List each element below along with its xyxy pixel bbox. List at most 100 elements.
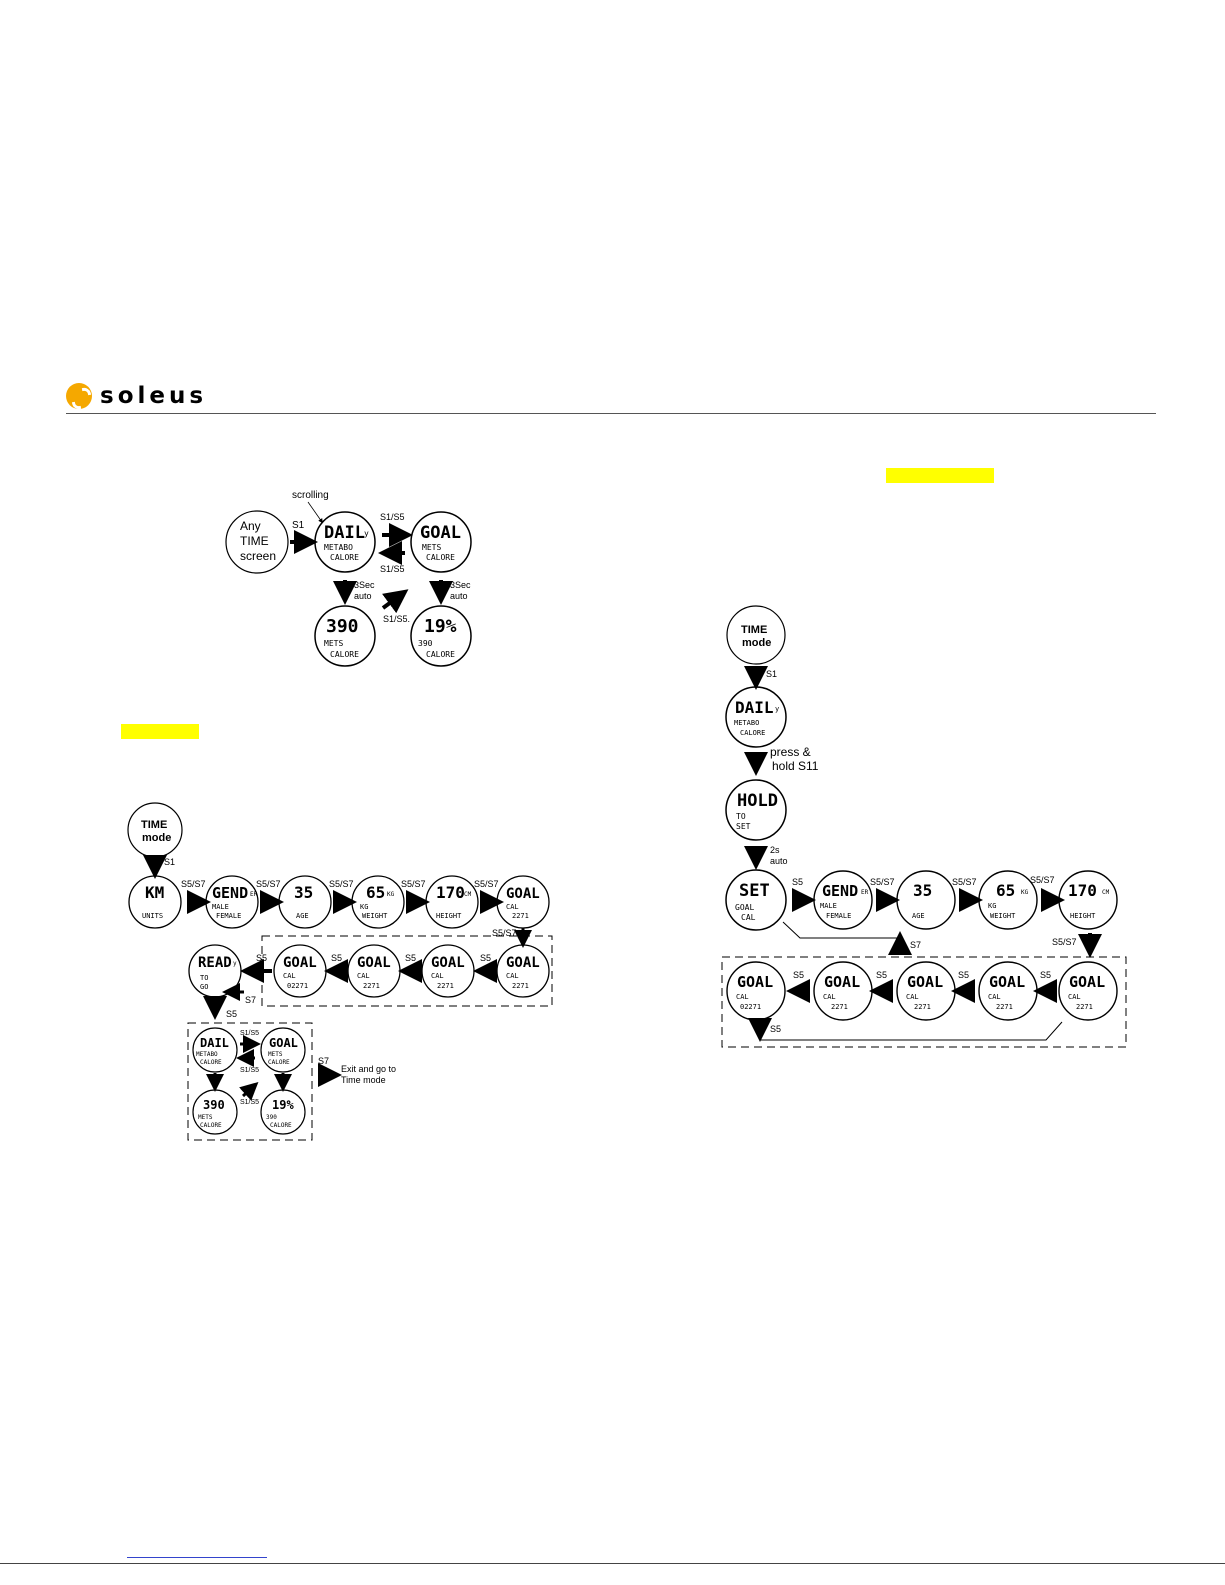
svg-text:HEIGHT: HEIGHT [1070,912,1096,920]
svg-text:02271: 02271 [287,982,308,990]
time-mode-circle-3 [726,605,786,665]
svg-text:S1/S5: S1/S5 [240,1099,259,1106]
svg-text:390: 390 [418,639,433,648]
svg-text:S5/S7: S5/S7 [870,877,895,887]
svg-text:GOAL: GOAL [357,955,391,971]
svg-text:GOAL: GOAL [431,955,465,971]
svg-text:AGE: AGE [912,912,925,920]
diagram-goal-setup: TIME mode S1 KM UNITS S5/S7 GEND ER MALE… [127,802,553,1141]
svg-text:CAL: CAL [357,972,370,980]
svg-text:GOAL: GOAL [506,955,540,971]
diagram-hold-set: TIME mode S1 DAIL y METABO CALORE press … [721,605,1127,1048]
svg-text:GO: GO [200,983,208,991]
lcd-goal-3b [978,961,1038,1021]
lcd-age [278,875,332,929]
svg-text:35: 35 [294,883,313,902]
svg-text:S5: S5 [792,877,803,887]
lcd-age-3 [896,870,956,930]
svg-text:METABO: METABO [734,719,759,727]
svg-text:METABO: METABO [324,543,353,552]
svg-text:3Sec: 3Sec [354,580,375,590]
svg-text:AGE: AGE [296,912,309,920]
lcd-daily [314,511,376,573]
svg-text:02271: 02271 [740,1003,761,1011]
lcd-goal-4 [347,944,401,998]
svg-text:GOAL: GOAL [283,955,317,971]
daily-big: DAIL [324,523,365,543]
lcd-390 [314,605,376,667]
svg-text:TO: TO [736,812,746,821]
svg-text:MALE: MALE [212,903,229,911]
brand-logo: soleus [66,383,207,409]
svg-text:METS: METS [422,543,441,552]
svg-text:CAL: CAL [823,993,836,1001]
svg-text:390: 390 [266,1114,277,1121]
lcd-goal-5 [273,944,327,998]
lcd-goal-3 [421,944,475,998]
svg-text:S5/S7: S5/S7 [401,879,426,889]
svg-text:mode: mode [742,637,771,649]
daily-box [187,1022,313,1141]
svg-text:CM: CM [464,891,472,898]
svg-text:S1: S1 [766,669,777,679]
svg-text:CALORE: CALORE [270,1122,292,1129]
svg-text:S5: S5 [405,953,416,963]
soleus-logo-icon [66,383,92,409]
svg-text:DAIL: DAIL [200,1036,229,1050]
header-divider [66,413,1156,414]
svg-text:65: 65 [996,881,1015,900]
svg-text:S5: S5 [793,970,804,980]
svg-text:ER: ER [861,889,869,896]
svg-text:CAL: CAL [906,993,919,1001]
svg-text:CALORE: CALORE [426,650,455,659]
svg-text:GOAL: GOAL [824,973,860,991]
lcd-weight [351,875,405,929]
start-line-2: TIME [240,534,269,548]
svg-text:KG: KG [387,891,395,898]
svg-text:GEND: GEND [212,884,248,902]
svg-text:HEIGHT: HEIGHT [436,912,462,920]
svg-text:S7: S7 [318,1056,329,1066]
footer-link-underline[interactable] [127,1557,267,1558]
lcd-daily-3 [725,686,787,748]
svg-text:2s: 2s [770,845,780,855]
svg-text:S1/S5: S1/S5 [380,512,405,522]
lcd-gender [205,875,259,929]
lcd-gender-3 [813,870,873,930]
lcd-goal-1 [496,875,550,929]
svg-text:WEIGHT: WEIGHT [362,912,388,920]
svg-text:2271: 2271 [512,912,529,920]
lcd-weight-3 [978,870,1038,930]
svg-text:S1: S1 [164,857,175,867]
svg-text:390: 390 [326,616,359,637]
svg-text:WEIGHT: WEIGHT [990,912,1016,920]
lcd-ready [188,944,242,998]
svg-text:2271: 2271 [914,1003,931,1011]
highlight-left [121,724,199,739]
svg-text:S5/S7: S5/S7 [952,877,977,887]
svg-text:2271: 2271 [512,982,529,990]
svg-text:KG: KG [988,902,996,910]
svg-text:hold S11: hold S11 [772,759,819,773]
svg-text:GEND: GEND [822,882,858,900]
svg-text:METS: METS [324,639,343,648]
lcd-set [725,869,787,931]
svg-text:TIME: TIME [141,819,167,831]
svg-text:3Sec: 3Sec [450,580,471,590]
lcd-goal-3e [726,961,786,1021]
svg-text:S5: S5 [256,953,267,963]
svg-text:S1/S5: S1/S5 [380,564,405,574]
loop-box-3 [721,956,1127,1048]
svg-text:FEMALE: FEMALE [216,912,241,920]
svg-text:TO: TO [200,974,208,982]
svg-text:CAL: CAL [506,903,519,911]
svg-text:CALORE: CALORE [426,553,455,562]
svg-text:CALORE: CALORE [330,650,359,659]
start-line-1: Any [240,519,261,533]
svg-text:CAL: CAL [736,993,749,1001]
lcd-pct [410,605,472,667]
svg-text:19%: 19% [272,1098,294,1112]
svg-text:METS: METS [268,1051,283,1058]
svg-text:GOAL: GOAL [420,523,461,543]
